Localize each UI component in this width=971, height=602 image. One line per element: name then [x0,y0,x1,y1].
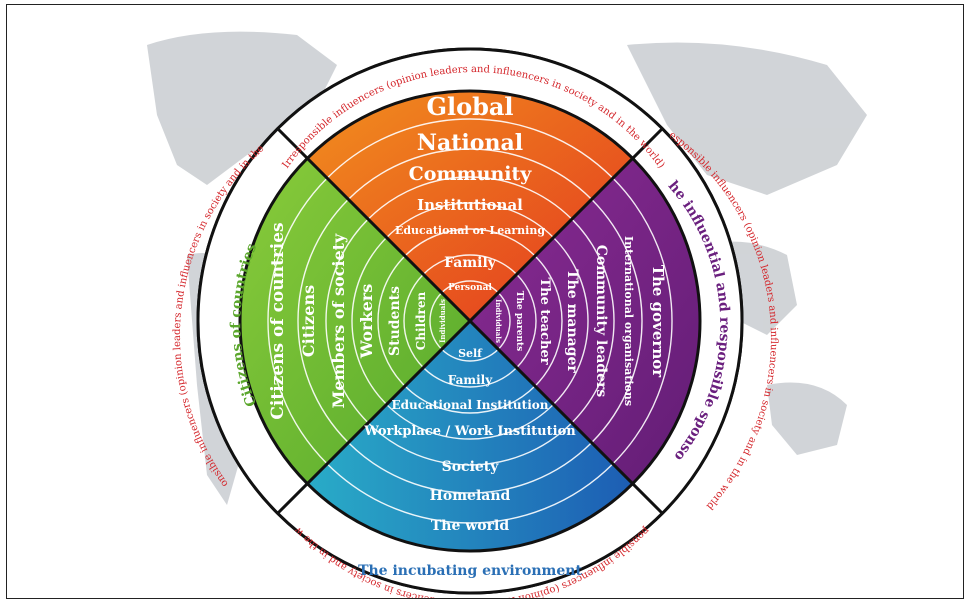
bottom-wedge [282,321,658,587]
left-label-5: Children [414,291,428,350]
top-label-2: Community [409,163,533,185]
top-label-3: Institutional [417,196,523,214]
top-label-6: Personal [448,283,492,293]
bottom-label-5: Homeland [430,488,511,504]
bottom-label-2: Educational Institution [392,398,549,412]
diagram-frame: Global National Community Institutional … [6,4,964,599]
left-label-4: Students [387,286,403,356]
ring-label-bottom: The incubating environment [358,563,582,579]
right-label-4: The teacher [537,277,552,364]
ecosystem-diagram: Global National Community Institutional … [7,5,867,598]
top-wedge [282,55,658,322]
top-label-0: Global [426,92,513,121]
right-label-6: Individuals [494,299,503,343]
top-label-5: Family [444,255,497,271]
left-wedge [204,133,470,509]
top-label-4: Educational or Learning [395,224,545,237]
bottom-label-6: The world [431,518,509,534]
right-label-1: International organisations [622,236,635,406]
left-label-3: Workers [357,284,376,359]
right-label-3: The manager [564,269,580,373]
top-label-1: National [417,130,523,156]
left-label-0: Citizens of countries [268,222,288,419]
concentric-rings [267,118,673,524]
right-wedge [470,133,736,509]
left-label-6: Individuals [438,299,447,343]
right-label-0: The governor [649,265,667,378]
left-label-2: Members of society [329,233,348,408]
bottom-label-0: Self [458,347,483,360]
divider-lines [275,126,665,516]
bottom-label-3: Workplace / Work Institution [363,424,576,439]
bottom-label-1: Family [448,373,493,387]
right-label-2: Community leaders [593,245,609,398]
left-label-1: Citizens [299,285,318,357]
right-label-5: The parents [514,291,524,351]
bottom-label-4: Society [442,459,500,475]
